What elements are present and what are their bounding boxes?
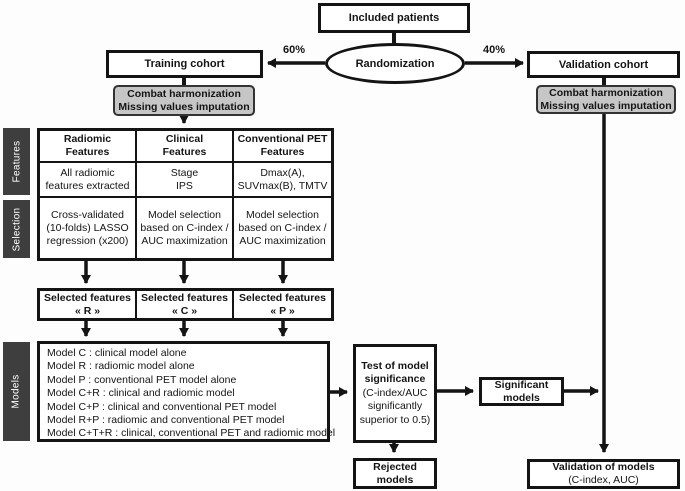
randomization-ellipse: Randomization bbox=[325, 43, 465, 84]
test-of-significance-detail: (C-index/AUC significantly superior to 0… bbox=[359, 386, 431, 426]
validation-of-models-title: Validation of models bbox=[552, 461, 655, 473]
model-item-r: Model R : radiomic model alone bbox=[47, 360, 195, 373]
model-item-c-p: Model C+P : clinical and conventional PE… bbox=[47, 400, 277, 413]
model-item-r-p: Model R+P : radiomic and conventional PE… bbox=[47, 414, 285, 427]
sidebar-label-features: Features bbox=[3, 128, 30, 195]
model-item-c: Model C : clinical model alone bbox=[47, 347, 187, 359]
test-of-significance-title: Test of model significance bbox=[361, 359, 429, 386]
table-cell-pet-selection: Model selection based on C-index / AUC m… bbox=[238, 208, 327, 247]
model-item-c-r: Model C+R : clinical and radiomic model bbox=[47, 387, 235, 400]
table-cell-clinical-features: Stage IPS bbox=[137, 163, 234, 198]
rejected-models-box: Rejected models bbox=[353, 458, 437, 489]
table-cell-radiomic-features: All radiomic features extracted bbox=[40, 163, 137, 198]
included-patients-box: Included patients bbox=[318, 3, 470, 33]
sidebar-label-selection: Selection bbox=[3, 200, 30, 258]
training-preprocessing-box: Combat harmonization Missing values impu… bbox=[113, 85, 255, 116]
validation-of-models-detail: (C-index, AUC) bbox=[568, 474, 639, 486]
features-label-text: Features bbox=[11, 140, 22, 183]
validation-of-models-box: Validation of models (C-index, AUC) bbox=[527, 459, 680, 489]
table-header-clinical: Clinical Features bbox=[137, 131, 234, 163]
table-header-radiomic: Radiomic Features bbox=[40, 131, 137, 163]
significant-models-box: Significant models bbox=[479, 377, 564, 406]
test-of-significance-box: Test of model significance (C-index/AUC … bbox=[353, 344, 437, 443]
table-cell-pet-features: Dmax(A), SUVmax(B), TMTV bbox=[234, 163, 331, 198]
selected-features-row: Selected features « R » Selected feature… bbox=[37, 288, 334, 321]
selected-features-p-box: Selected features « P » bbox=[239, 291, 326, 317]
table-cell-clinical-selection: Model selection based on C-index / AUC m… bbox=[137, 198, 234, 258]
sidebar-label-models: Models bbox=[3, 342, 30, 441]
validation-preprocessing-box: Combat harmonization Missing values impu… bbox=[536, 85, 676, 114]
features-table: Radiomic Features Clinical Features Conv… bbox=[37, 128, 334, 261]
selection-label-text: Selection bbox=[11, 207, 22, 251]
table-cell-radiomic-selection: Cross-validated (10-folds) LASSO regress… bbox=[40, 198, 137, 258]
models-list-box: Model C : clinical model alone Model R :… bbox=[37, 341, 336, 442]
validation-cohort-box: Validation cohort bbox=[527, 51, 680, 78]
split-60-label: 60% bbox=[283, 44, 306, 56]
models-label-text: Models bbox=[11, 374, 23, 409]
model-item-p: Model P : conventional PET model alone bbox=[47, 373, 237, 386]
selected-features-r-box: Selected features « R » bbox=[40, 291, 137, 318]
split-40-label: 40% bbox=[483, 44, 506, 56]
training-cohort-box: Training cohort bbox=[106, 50, 263, 78]
model-item-c-t-r: Model C+T+R : clinical, conventional PET… bbox=[47, 427, 336, 440]
table-header-conventional-pet: Conventional PET Features bbox=[234, 131, 331, 163]
selected-features-c-box: Selected features « C » bbox=[137, 291, 234, 318]
